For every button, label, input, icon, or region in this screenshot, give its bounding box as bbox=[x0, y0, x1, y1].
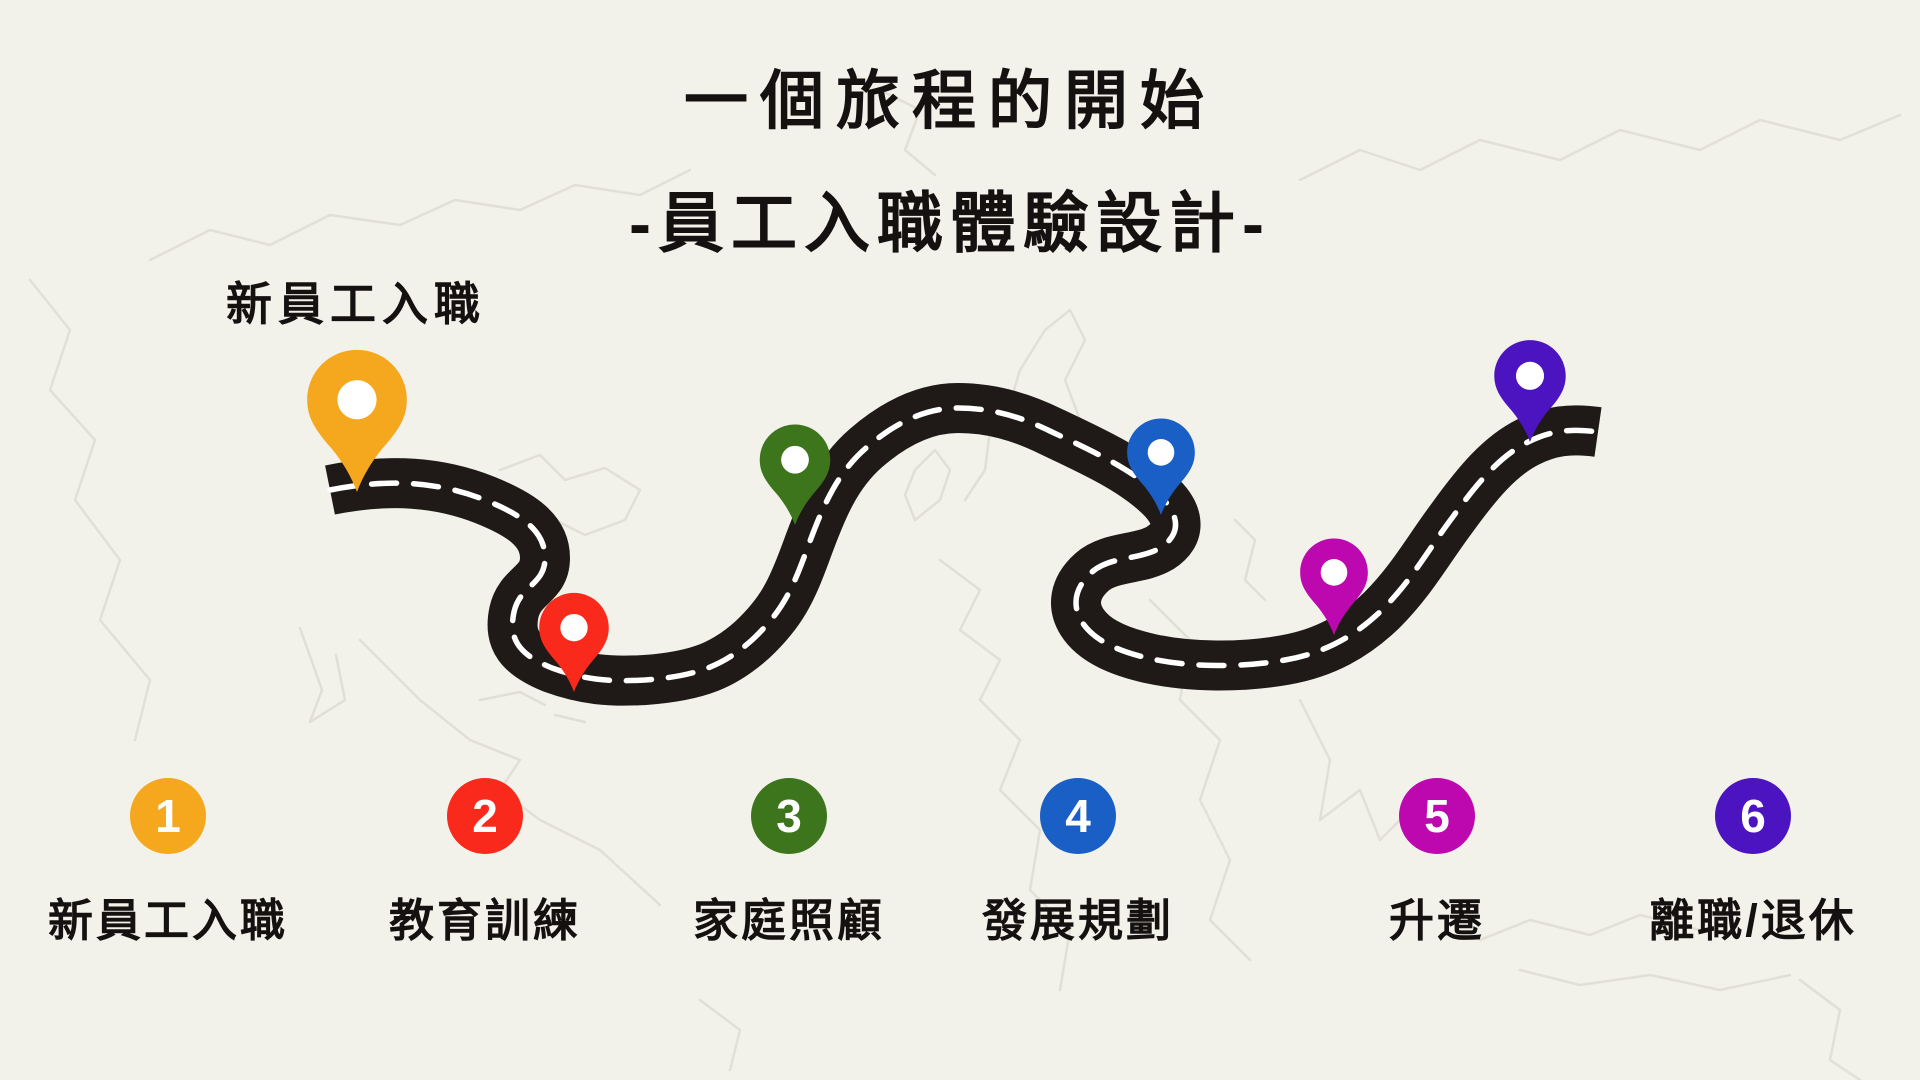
legend-label-5: 升遷 bbox=[1388, 895, 1485, 946]
legend-item-1: 1 新員工入職 bbox=[0, 778, 348, 949]
legend-label-2: 教育訓練 bbox=[388, 895, 581, 946]
legend-item-3: 3 家庭照顧 bbox=[609, 778, 969, 949]
legend-badge-3: 3 bbox=[751, 778, 827, 854]
legend-item-6: 6 離職/退休 bbox=[1573, 778, 1920, 949]
legend-item-5: 5 升遷 bbox=[1257, 778, 1617, 949]
legend-badge-2: 2 bbox=[447, 778, 523, 854]
legend-number-4: 4 bbox=[1065, 790, 1091, 842]
page-subtitle: -員工入職體驗設計- bbox=[629, 186, 1271, 260]
legend-badge-6: 6 bbox=[1715, 778, 1791, 854]
legend-label-4: 發展規劃 bbox=[981, 895, 1174, 946]
legend-label-3: 家庭照顧 bbox=[692, 895, 885, 946]
legend-item-2: 2 教育訓練 bbox=[305, 778, 665, 949]
legend-label-1: 新員工入職 bbox=[47, 895, 288, 946]
legend-number-2: 2 bbox=[472, 790, 498, 842]
legend-label-6: 離職/退休 bbox=[1649, 895, 1857, 946]
legend-number-5: 5 bbox=[1424, 790, 1450, 842]
legend-number-6: 6 bbox=[1740, 790, 1766, 842]
start-pin-label: 新員工入職 bbox=[226, 278, 486, 330]
page-title: 一個旅程的開始 bbox=[684, 65, 1216, 137]
legend-badge-4: 4 bbox=[1040, 778, 1116, 854]
road-path bbox=[330, 408, 1598, 681]
legend-number-3: 3 bbox=[776, 790, 802, 842]
legend-badge-5: 5 bbox=[1399, 778, 1475, 854]
legend-number-1: 1 bbox=[155, 790, 181, 842]
legend-item-4: 4 發展規劃 bbox=[898, 778, 1258, 949]
legend-badge-1: 1 bbox=[130, 778, 206, 854]
